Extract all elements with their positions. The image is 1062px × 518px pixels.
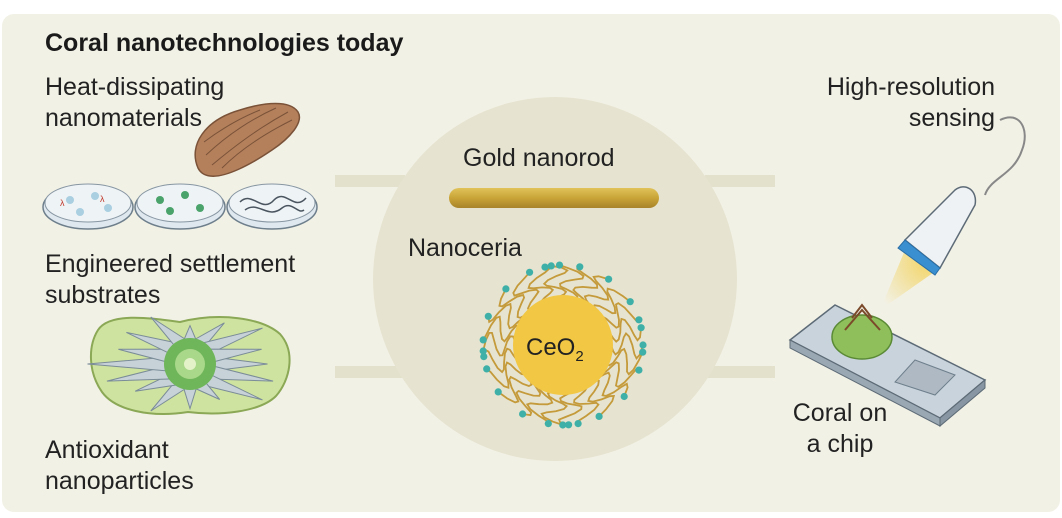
ligand-tip	[635, 316, 643, 324]
ligand-tip	[544, 420, 552, 428]
ligand-chain	[600, 302, 640, 329]
ligand-chain	[515, 381, 542, 417]
ligand-tip	[494, 388, 502, 396]
ligand-chain	[540, 390, 568, 426]
label-antioxidant: Antioxidant nanoparticles	[45, 436, 194, 495]
svg-text:λ: λ	[60, 198, 65, 208]
ligand-chain	[583, 275, 610, 307]
ceo2-base: CeO	[526, 334, 576, 361]
ligand-tip	[479, 347, 487, 355]
sensing-probe	[880, 116, 1026, 310]
ligand-chain	[486, 361, 526, 389]
ligand-tip	[639, 348, 647, 356]
ligand-chain	[572, 266, 599, 304]
ligand-chain	[512, 271, 540, 312]
ligand-tip	[480, 353, 488, 361]
ligand-chain	[559, 264, 585, 300]
ligand-tip	[541, 263, 549, 271]
connector-left-bottom	[335, 366, 405, 378]
ligand-tip	[595, 412, 603, 420]
ligand-tip	[547, 262, 555, 270]
coral-chip-illustration	[788, 303, 987, 428]
ligand-chain	[498, 288, 526, 319]
gold-nanorod-shape	[449, 188, 659, 208]
ligand-tip	[526, 268, 534, 276]
connector-right-top	[705, 175, 775, 187]
ligand-chain	[557, 391, 583, 426]
ceo2-subscript: 2	[575, 347, 584, 365]
svg-text:λ: λ	[100, 194, 105, 204]
ligand-chain	[606, 347, 644, 376]
ligand-tip	[637, 324, 645, 332]
petri-dish-2	[134, 183, 226, 230]
ligand-tip	[605, 275, 613, 283]
ligand-chain	[527, 266, 555, 304]
nanoceria-ligands	[479, 261, 647, 429]
ligand-chain	[542, 265, 569, 299]
ligand-chain	[608, 317, 642, 343]
ligand-tip	[559, 421, 567, 429]
ligand-chain	[573, 385, 600, 424]
heat-dissipating-coral-fragment	[194, 102, 301, 177]
petri-dish-3	[226, 183, 318, 230]
ligand-tip	[519, 410, 527, 418]
ligand-chain	[592, 287, 631, 315]
ligand-tip	[484, 312, 492, 320]
ligand-tip	[576, 263, 584, 271]
ligand-chain	[597, 371, 629, 397]
ligand-chain	[587, 379, 616, 418]
ligand-tip	[483, 365, 491, 373]
ligand-tip	[565, 421, 573, 429]
ligand-tip	[626, 298, 634, 306]
label-engineered-substrates: Engineered settlement substrates	[45, 250, 296, 309]
label-coral-on-chip: Coral on a chip	[792, 399, 888, 458]
coral-polyp-illustration	[87, 316, 291, 415]
ligand-chain	[497, 375, 533, 404]
ligand-tip	[502, 285, 510, 293]
ligand-chain	[525, 385, 554, 425]
ligand-tip	[479, 336, 487, 344]
ligand-tip	[574, 420, 582, 428]
ligand-chain	[600, 361, 640, 388]
label-heat-dissipating: Heat-dissipating nanomaterials	[45, 73, 225, 132]
diagram-title: Coral nanotechnologies today	[45, 29, 404, 57]
ligand-chain	[610, 332, 644, 361]
ligand-tip	[639, 341, 647, 349]
ceria-core	[513, 295, 613, 395]
ligand-chain	[482, 332, 516, 357]
ligand-chain	[482, 347, 519, 374]
label-nanoceria: Nanoceria	[408, 234, 522, 262]
ligand-chain	[487, 302, 524, 330]
label-ceo2: CeO2	[526, 332, 584, 372]
label-sensing: High-resolution sensing	[826, 73, 995, 132]
label-gold-nanorod: Gold nanorod	[463, 144, 615, 172]
ligand-chain	[482, 315, 520, 343]
ligand-tip	[635, 366, 643, 374]
connector-left-top	[335, 175, 405, 187]
connector-right-bottom	[705, 366, 775, 378]
ligand-tip	[620, 392, 628, 401]
ligand-tip	[555, 261, 564, 269]
